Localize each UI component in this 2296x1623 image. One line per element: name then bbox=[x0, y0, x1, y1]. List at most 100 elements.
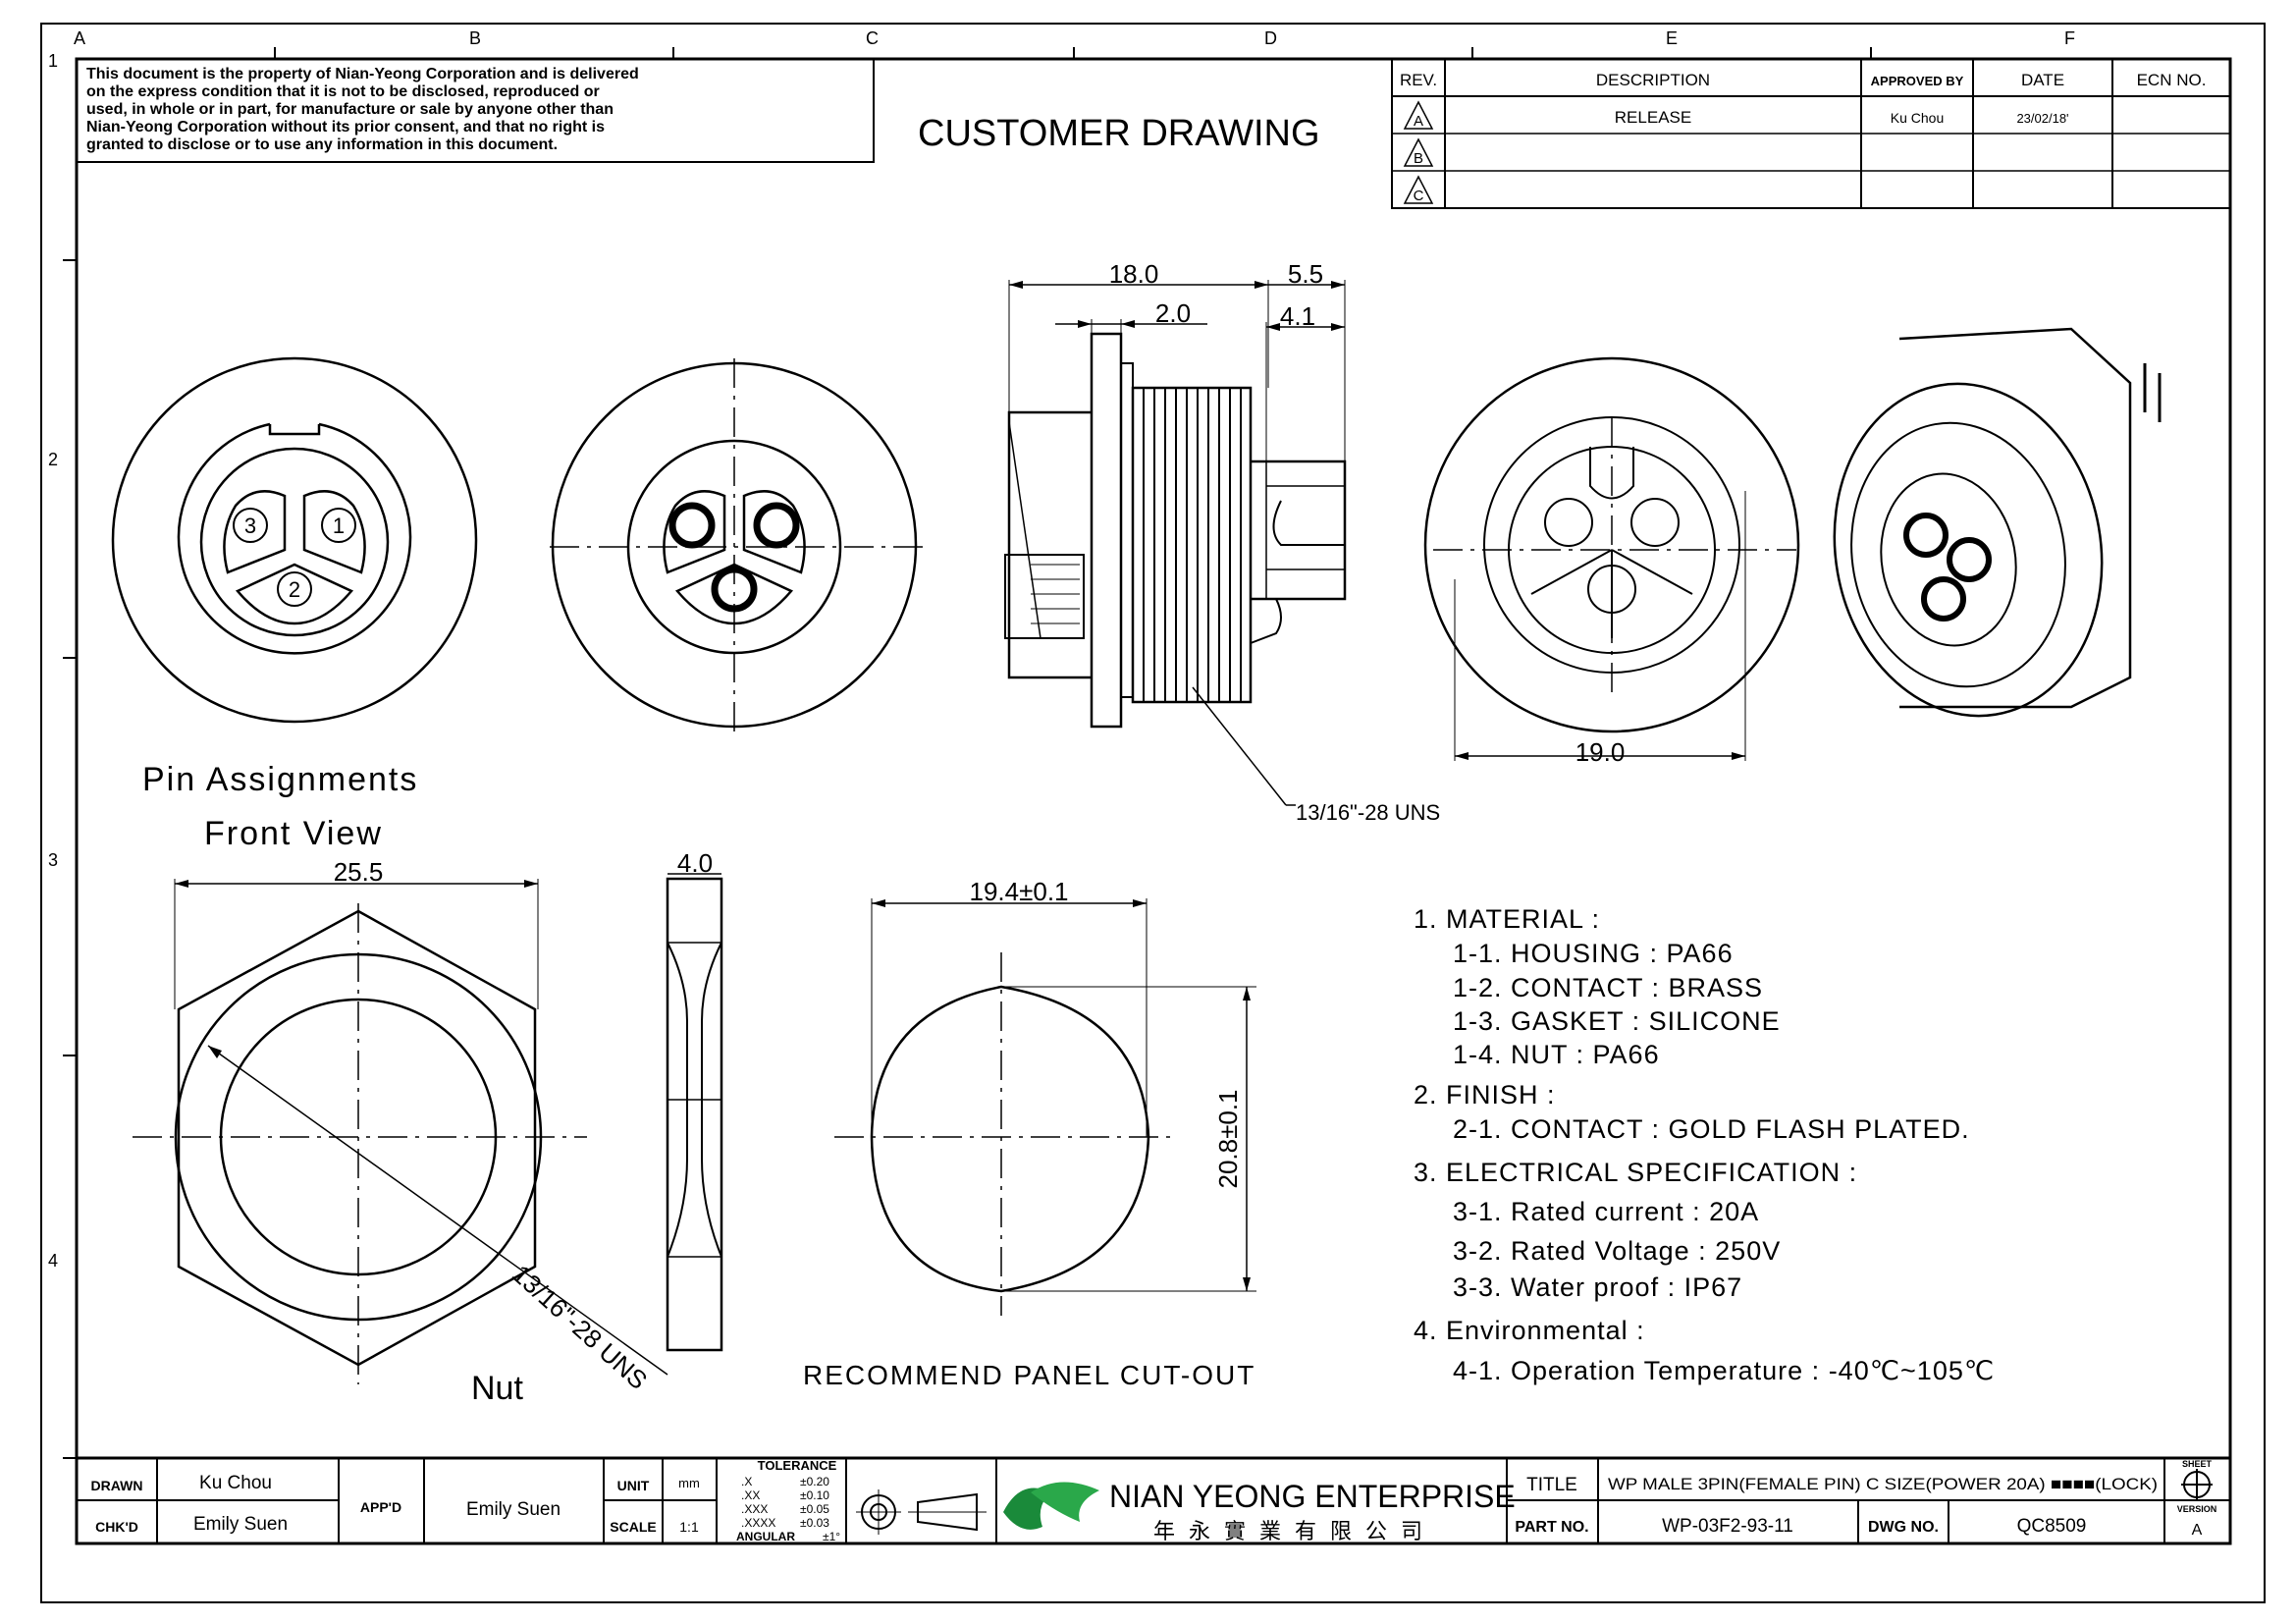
dim-rear-diameter: 19.0 bbox=[1575, 737, 1626, 767]
spec-housing: 1-1. HOUSING : PA66 bbox=[1453, 939, 1734, 968]
company-name-en: NIAN YEONG ENTERPRISE bbox=[1109, 1479, 1516, 1514]
spec-nut: 1-4. NUT : PA66 bbox=[1453, 1040, 1660, 1069]
chkd-value: Emily Suen bbox=[193, 1514, 288, 1535]
side-thread-callout: 13/16"-28 UNS bbox=[1296, 800, 1440, 825]
tol-xxxx-val: ±0.03 bbox=[800, 1516, 829, 1530]
dim-cutout-width: 19.4±0.1 bbox=[969, 877, 1068, 906]
date-header: DATE bbox=[2021, 71, 2064, 89]
tol-xxxx-key: .XXXX bbox=[741, 1516, 775, 1530]
rev-b-symbol: B bbox=[1414, 150, 1423, 167]
spec-electrical: 3. ELECTRICAL SPECIFICATION : bbox=[1414, 1158, 1857, 1187]
tol-angular-key: ANGULAR bbox=[736, 1530, 795, 1543]
title-block: DRAWN Ku Chou CHK'D Emily Suen APP'D Emi… bbox=[77, 1456, 2230, 1543]
notice-line-4: Nian-Yeong Corporation without its prior… bbox=[86, 119, 605, 135]
rear-view-drawing: 19.0 bbox=[1423, 356, 1800, 767]
grid-row-1: 1 bbox=[48, 51, 58, 71]
front-view-drawing bbox=[550, 358, 923, 736]
spec-material: 1. MATERIAL : bbox=[1414, 904, 1600, 934]
spec-environmental: 4. Environmental : bbox=[1414, 1316, 1645, 1345]
part-no-label: PART NO. bbox=[1515, 1519, 1588, 1536]
rev-a-description: RELEASE bbox=[1615, 108, 1691, 127]
nut-label: Nut bbox=[471, 1370, 523, 1407]
pin-1-label: 1 bbox=[333, 514, 345, 538]
grid-row-4: 4 bbox=[48, 1251, 58, 1271]
appd-value: Emily Suen bbox=[466, 1499, 561, 1520]
spec-contact: 1-2. CONTACT : BRASS bbox=[1453, 973, 1763, 1002]
rev-a-approved: Ku Chou bbox=[1891, 110, 1944, 126]
dim-nut-width: 25.5 bbox=[334, 857, 384, 887]
dim-cutout-height: 20.8±0.1 bbox=[1213, 1089, 1243, 1188]
pin-assignments-label: Pin Assignments bbox=[142, 761, 418, 798]
company-name-zh: 年永實業有限公司 bbox=[1153, 1519, 1436, 1543]
spec-water-proof: 3-3. Water proof : IP67 bbox=[1453, 1272, 1742, 1302]
version-label: VERSION bbox=[2177, 1504, 2217, 1514]
dim-nut-thickness: 4.0 bbox=[677, 848, 713, 878]
title-label: TITLE bbox=[1526, 1475, 1577, 1495]
notice-line-3: used, in whole or in part, for manufactu… bbox=[86, 101, 614, 118]
inner-border bbox=[75, 57, 2232, 1545]
specifications: 1. MATERIAL : 1-1. HOUSING : PA66 1-2. C… bbox=[1414, 904, 1995, 1385]
pin-3-label: 3 bbox=[244, 514, 256, 538]
company-logo-icon bbox=[1003, 1482, 1099, 1530]
grid-row-3: 3 bbox=[48, 850, 58, 870]
rev-a-date: 23/02/18' bbox=[2016, 111, 2068, 126]
front-view-label: Front View bbox=[204, 815, 383, 852]
grid-row-2: 2 bbox=[48, 450, 58, 469]
dim-right: 5.5 bbox=[1288, 259, 1323, 289]
appd-label: APP'D bbox=[360, 1499, 401, 1515]
grid-col-a: A bbox=[74, 28, 85, 48]
dim-flange: 2.0 bbox=[1155, 298, 1191, 328]
scale-value: 1:1 bbox=[679, 1519, 699, 1535]
sheet-target-icon bbox=[2181, 1469, 2213, 1500]
projection-symbol-icon bbox=[856, 1489, 987, 1535]
description-header: DESCRIPTION bbox=[1596, 71, 1710, 89]
side-view-drawing: 18.0 2.0 5.5 4.1 13/16"-28 UNS bbox=[1004, 259, 1440, 825]
nut-thread-callout: 13/16"-28 UNS bbox=[507, 1259, 653, 1395]
ecn-header: ECN NO. bbox=[2137, 71, 2207, 89]
spec-gasket: 1-3. GASKET : SILICONE bbox=[1453, 1006, 1781, 1036]
isometric-view-drawing bbox=[1833, 327, 2162, 718]
revision-table: REV. DESCRIPTION APPROVED BY DATE ECN NO… bbox=[1391, 58, 2231, 209]
unit-label: UNIT bbox=[617, 1478, 650, 1493]
rev-a-symbol: A bbox=[1414, 113, 1423, 130]
grid-rows: 1 2 3 4 bbox=[48, 51, 77, 1459]
dim-right-inner: 4.1 bbox=[1280, 301, 1315, 331]
rev-header: REV. bbox=[1400, 71, 1437, 89]
drawn-value: Ku Chou bbox=[199, 1473, 272, 1493]
title-value: WP MALE 3PIN(FEMALE PIN) C SIZE(POWER 20… bbox=[1608, 1475, 2158, 1493]
nut-drawing: 13/16"-28 UNS 25.5 Nut bbox=[133, 857, 668, 1407]
notice-line-2: on the express condition that it is not … bbox=[86, 83, 600, 100]
unit-value: mm bbox=[678, 1476, 700, 1490]
grid-col-f: F bbox=[2064, 28, 2075, 48]
scale-label: SCALE bbox=[610, 1519, 656, 1535]
dim-overall-length: 18.0 bbox=[1109, 259, 1159, 289]
notice-box bbox=[76, 58, 875, 163]
dwg-no-label: DWG NO. bbox=[1868, 1519, 1939, 1536]
grid-col-b: B bbox=[469, 28, 481, 48]
panel-cutout-drawing: 19.4±0.1 20.8±0.1 RECOMMEND PANEL CUT-OU… bbox=[803, 877, 1256, 1390]
grid-col-d: D bbox=[1264, 28, 1277, 48]
sheet-label: SHEET bbox=[2182, 1459, 2213, 1469]
grid-col-e: E bbox=[1666, 28, 1678, 48]
tol-xxx-key: .XXX bbox=[741, 1502, 768, 1516]
rev-c-symbol: C bbox=[1414, 188, 1424, 204]
nut-side-drawing: 4.0 bbox=[666, 848, 723, 1352]
spec-contact-plating: 2-1. CONTACT : GOLD FLASH PLATED. bbox=[1453, 1114, 1970, 1144]
chkd-label: CHK'D bbox=[95, 1519, 138, 1535]
spec-finish: 2. FINISH : bbox=[1414, 1080, 1556, 1109]
outer-border bbox=[40, 23, 2266, 1603]
notice-line-5: granted to disclose or to use any inform… bbox=[86, 136, 558, 153]
spec-operation-temp: 4-1. Operation Temperature : -40℃~105℃ bbox=[1453, 1356, 1995, 1385]
notice-text: This document is the property of Nian-Ye… bbox=[86, 66, 639, 153]
grid-col-c: C bbox=[866, 28, 879, 48]
tol-xxx-val: ±0.05 bbox=[800, 1502, 829, 1516]
drawn-label: DRAWN bbox=[91, 1478, 143, 1493]
approved-header: APPROVED BY bbox=[1871, 74, 1964, 88]
tol-x-key: .X bbox=[741, 1475, 752, 1488]
tolerance-title: TOLERANCE bbox=[758, 1458, 837, 1473]
grid-columns: A B C D E F bbox=[74, 28, 2075, 59]
pin-assignment-view: 1 2 3 Pin Assignments Front View bbox=[111, 356, 478, 852]
spec-rated-current: 3-1. Rated current : 20A bbox=[1453, 1197, 1759, 1226]
tol-angular-val: ±1° bbox=[823, 1530, 840, 1543]
